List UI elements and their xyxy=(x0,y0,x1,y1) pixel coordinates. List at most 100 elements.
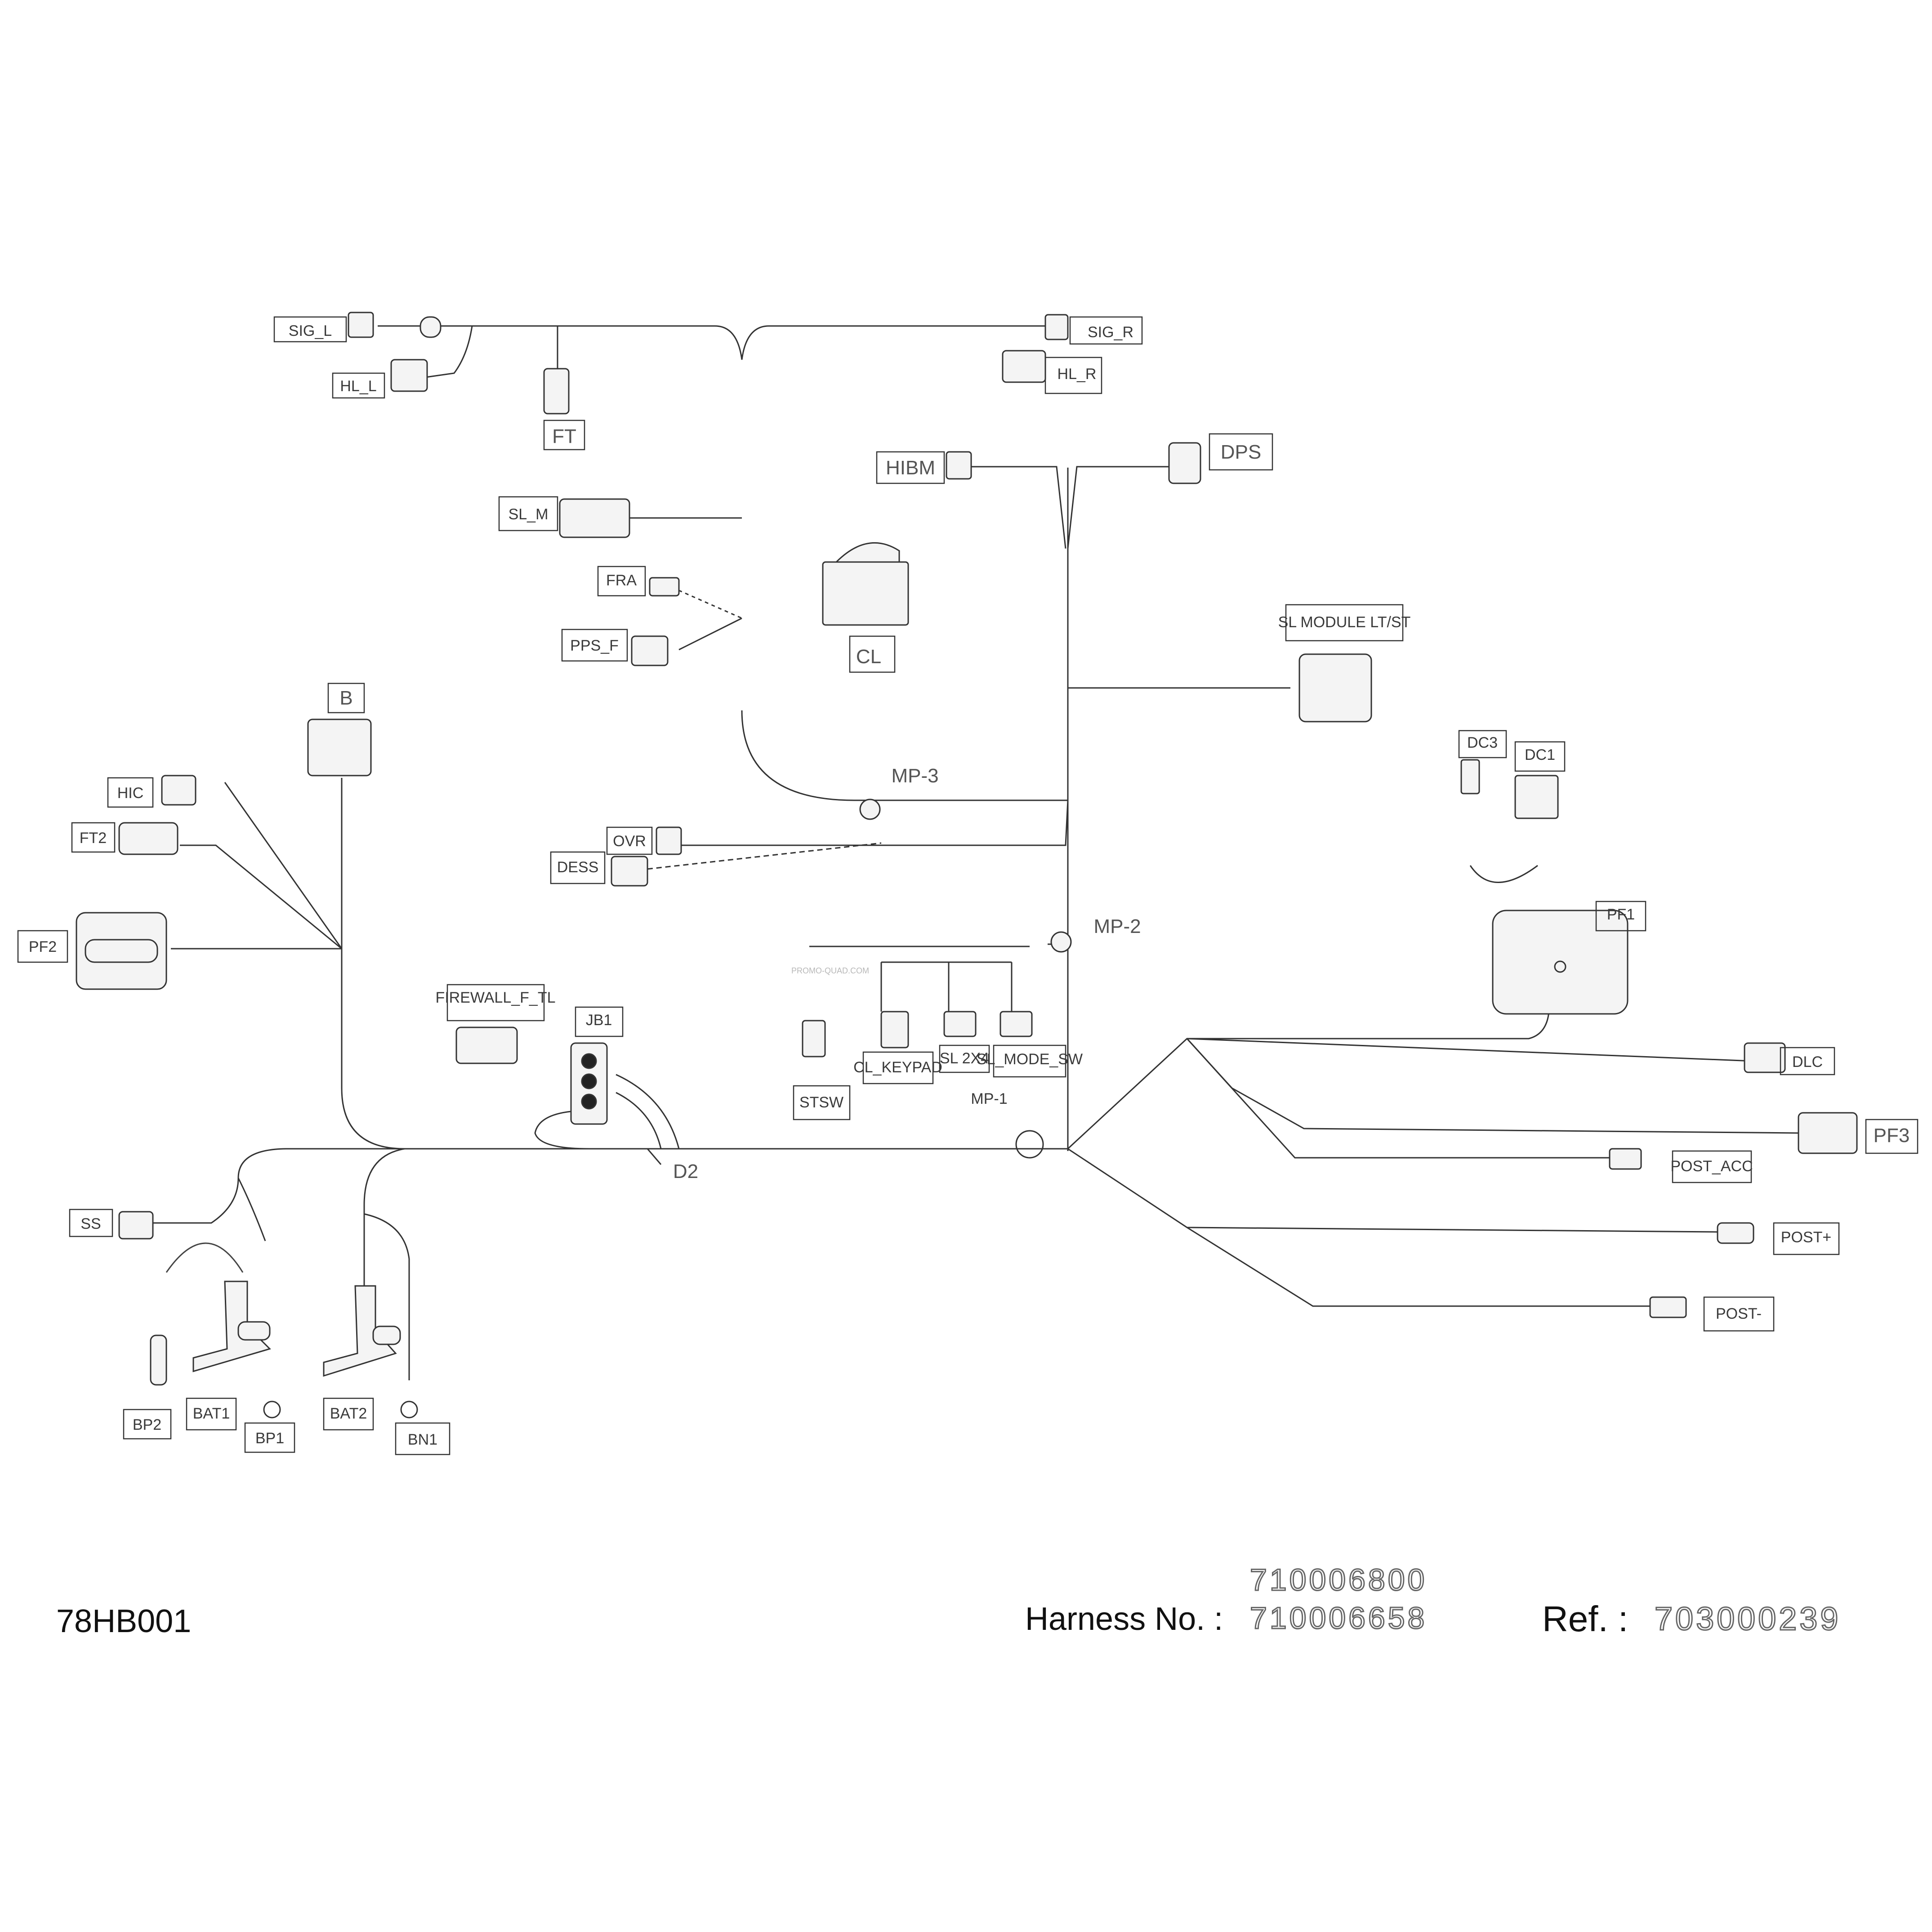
label-bn1: BN1 xyxy=(408,1431,437,1448)
ref-number: 703000239 xyxy=(1654,1601,1841,1638)
sl-m-connector-icon xyxy=(559,498,630,538)
ft2-connector-icon xyxy=(118,822,178,855)
jb1-terminal-icon xyxy=(581,1073,597,1089)
post-acc-terminal-icon xyxy=(1609,1148,1642,1170)
firewall-connector-icon xyxy=(455,1026,518,1064)
bn1-ring-icon xyxy=(400,1401,418,1419)
label-ovr: OVR xyxy=(613,833,646,850)
post-plus-terminal-icon xyxy=(1717,1222,1754,1244)
hibm-connector-icon xyxy=(946,451,972,480)
label-ss: SS xyxy=(80,1215,101,1232)
label-bp2: BP2 xyxy=(133,1416,161,1433)
label-sl-mode-sw: SL_MODE_SW xyxy=(977,1051,1083,1068)
label-sl-module: SL MODULE LT/ST xyxy=(1278,614,1411,631)
bp1-ring-icon xyxy=(263,1401,281,1419)
label-jb1: JB1 xyxy=(586,1012,612,1029)
dc1-connector-icon xyxy=(1514,775,1559,819)
label-firewall: FIREWALL_F_TL xyxy=(435,989,555,1006)
ft-connector-icon xyxy=(543,368,570,415)
label-ft: FT xyxy=(552,425,576,447)
jb1-terminal-icon xyxy=(581,1053,597,1069)
label-pf2: PF2 xyxy=(29,938,57,955)
pf2-connector-plug-icon xyxy=(85,939,158,963)
label-boxes xyxy=(17,316,1919,1455)
label-d2: D2 xyxy=(673,1160,698,1182)
harness-wires xyxy=(153,325,1799,1380)
mp3-clip-icon xyxy=(859,799,881,820)
label-dc1: DC1 xyxy=(1525,746,1555,763)
diagram-code: 78HB001 xyxy=(56,1603,192,1639)
label-pf3: PF3 xyxy=(1874,1124,1910,1147)
label-dps: DPS xyxy=(1221,441,1261,463)
dlc-connector-icon xyxy=(1744,1042,1786,1073)
label-sig-l: SIG_L xyxy=(289,322,332,339)
bp2-terminal-icon xyxy=(150,1334,167,1386)
sl-2x4-connector-icon xyxy=(943,1011,977,1037)
watermark: PROMO-QUAD.COM xyxy=(791,966,869,975)
mp2-clip-icon xyxy=(1050,931,1072,953)
label-cl-keypad: CL_KEYPAD xyxy=(853,1059,942,1076)
label-dess: DESS xyxy=(557,859,599,876)
fra-connector-icon xyxy=(649,577,680,597)
connector-icons xyxy=(76,312,1858,1419)
label-hl-l: HL_L xyxy=(340,378,376,395)
ss-connector-icon xyxy=(118,1211,154,1240)
bat2-pin-icon xyxy=(372,1325,401,1345)
label-post-plus: POST+ xyxy=(1781,1229,1831,1246)
bat1-pin-icon xyxy=(237,1321,271,1341)
ovr-switch-icon xyxy=(656,826,682,855)
label-post-acc: POST_ACC xyxy=(1670,1158,1753,1175)
clip-icon xyxy=(419,316,442,338)
stsw-switch-icon xyxy=(802,1020,826,1057)
bat2-lug-icon xyxy=(323,1285,397,1377)
post-minus-terminal-icon xyxy=(1649,1296,1687,1318)
jb1-terminal-icon xyxy=(581,1093,597,1110)
label-mp2: MP-2 xyxy=(1093,915,1141,937)
hic-connector-icon xyxy=(161,775,196,806)
label-ft2: FT2 xyxy=(80,830,107,847)
label-dlc: DLC xyxy=(1792,1053,1823,1071)
pf1-center-mark-icon xyxy=(1554,960,1566,973)
label-cl: CL xyxy=(856,646,881,668)
dps-connector-icon xyxy=(1168,442,1201,484)
hl-r-connector-icon xyxy=(1002,350,1046,383)
dc3-connector-icon xyxy=(1460,759,1480,794)
sl-module-connector-icon xyxy=(1298,653,1372,723)
hl-l-connector-icon xyxy=(390,359,428,392)
label-mp3: MP-3 xyxy=(891,765,938,787)
b-connector-icon xyxy=(307,718,372,776)
pf3-connector-icon xyxy=(1798,1112,1858,1154)
connector-labels: SIG_L HL_L FT SIG_R HL_R HIBM DPS SL_M F… xyxy=(29,322,1910,1448)
label-fra: FRA xyxy=(606,572,637,589)
label-hibm: HIBM xyxy=(886,457,935,479)
dess-connector-icon xyxy=(611,856,648,887)
label-sig-r: SIG_R xyxy=(1088,324,1133,341)
bat1-lug-icon xyxy=(192,1281,271,1373)
harness-number-1: 710006800 xyxy=(1249,1562,1428,1598)
sig-r-connector-icon xyxy=(1044,314,1069,340)
label-hic: HIC xyxy=(117,785,144,802)
harness-label: Harness No. : xyxy=(1025,1601,1223,1637)
sig-l-connector-icon xyxy=(348,312,374,338)
cl-keypad-connector-icon xyxy=(880,1011,909,1049)
harness-number-2: 710006658 xyxy=(1249,1601,1428,1636)
cl-module-icon xyxy=(822,561,909,626)
label-bat2: BAT2 xyxy=(330,1405,367,1422)
label-sl-m: SL_M xyxy=(509,506,549,523)
label-bp1: BP1 xyxy=(255,1430,284,1447)
ref-label: Ref. : xyxy=(1542,1599,1629,1639)
label-stsw: STSW xyxy=(799,1094,843,1111)
label-hl-r: HL_R xyxy=(1057,366,1097,383)
label-b: B xyxy=(339,687,352,709)
label-bat1: BAT1 xyxy=(193,1405,230,1422)
label-post-minus: POST- xyxy=(1716,1305,1762,1322)
cl-module-top-icon xyxy=(834,542,900,563)
sl-mode-sw-connector-icon xyxy=(999,1011,1033,1037)
label-dc3: DC3 xyxy=(1467,734,1498,751)
label-sl-2x4: SL 2X4 xyxy=(940,1050,989,1067)
label-mp1: MP-1 xyxy=(971,1090,1007,1107)
pps-f-connector-icon xyxy=(631,635,669,666)
mp1-clip-icon xyxy=(1015,1130,1044,1159)
label-pf1: PF1 xyxy=(1607,906,1635,923)
